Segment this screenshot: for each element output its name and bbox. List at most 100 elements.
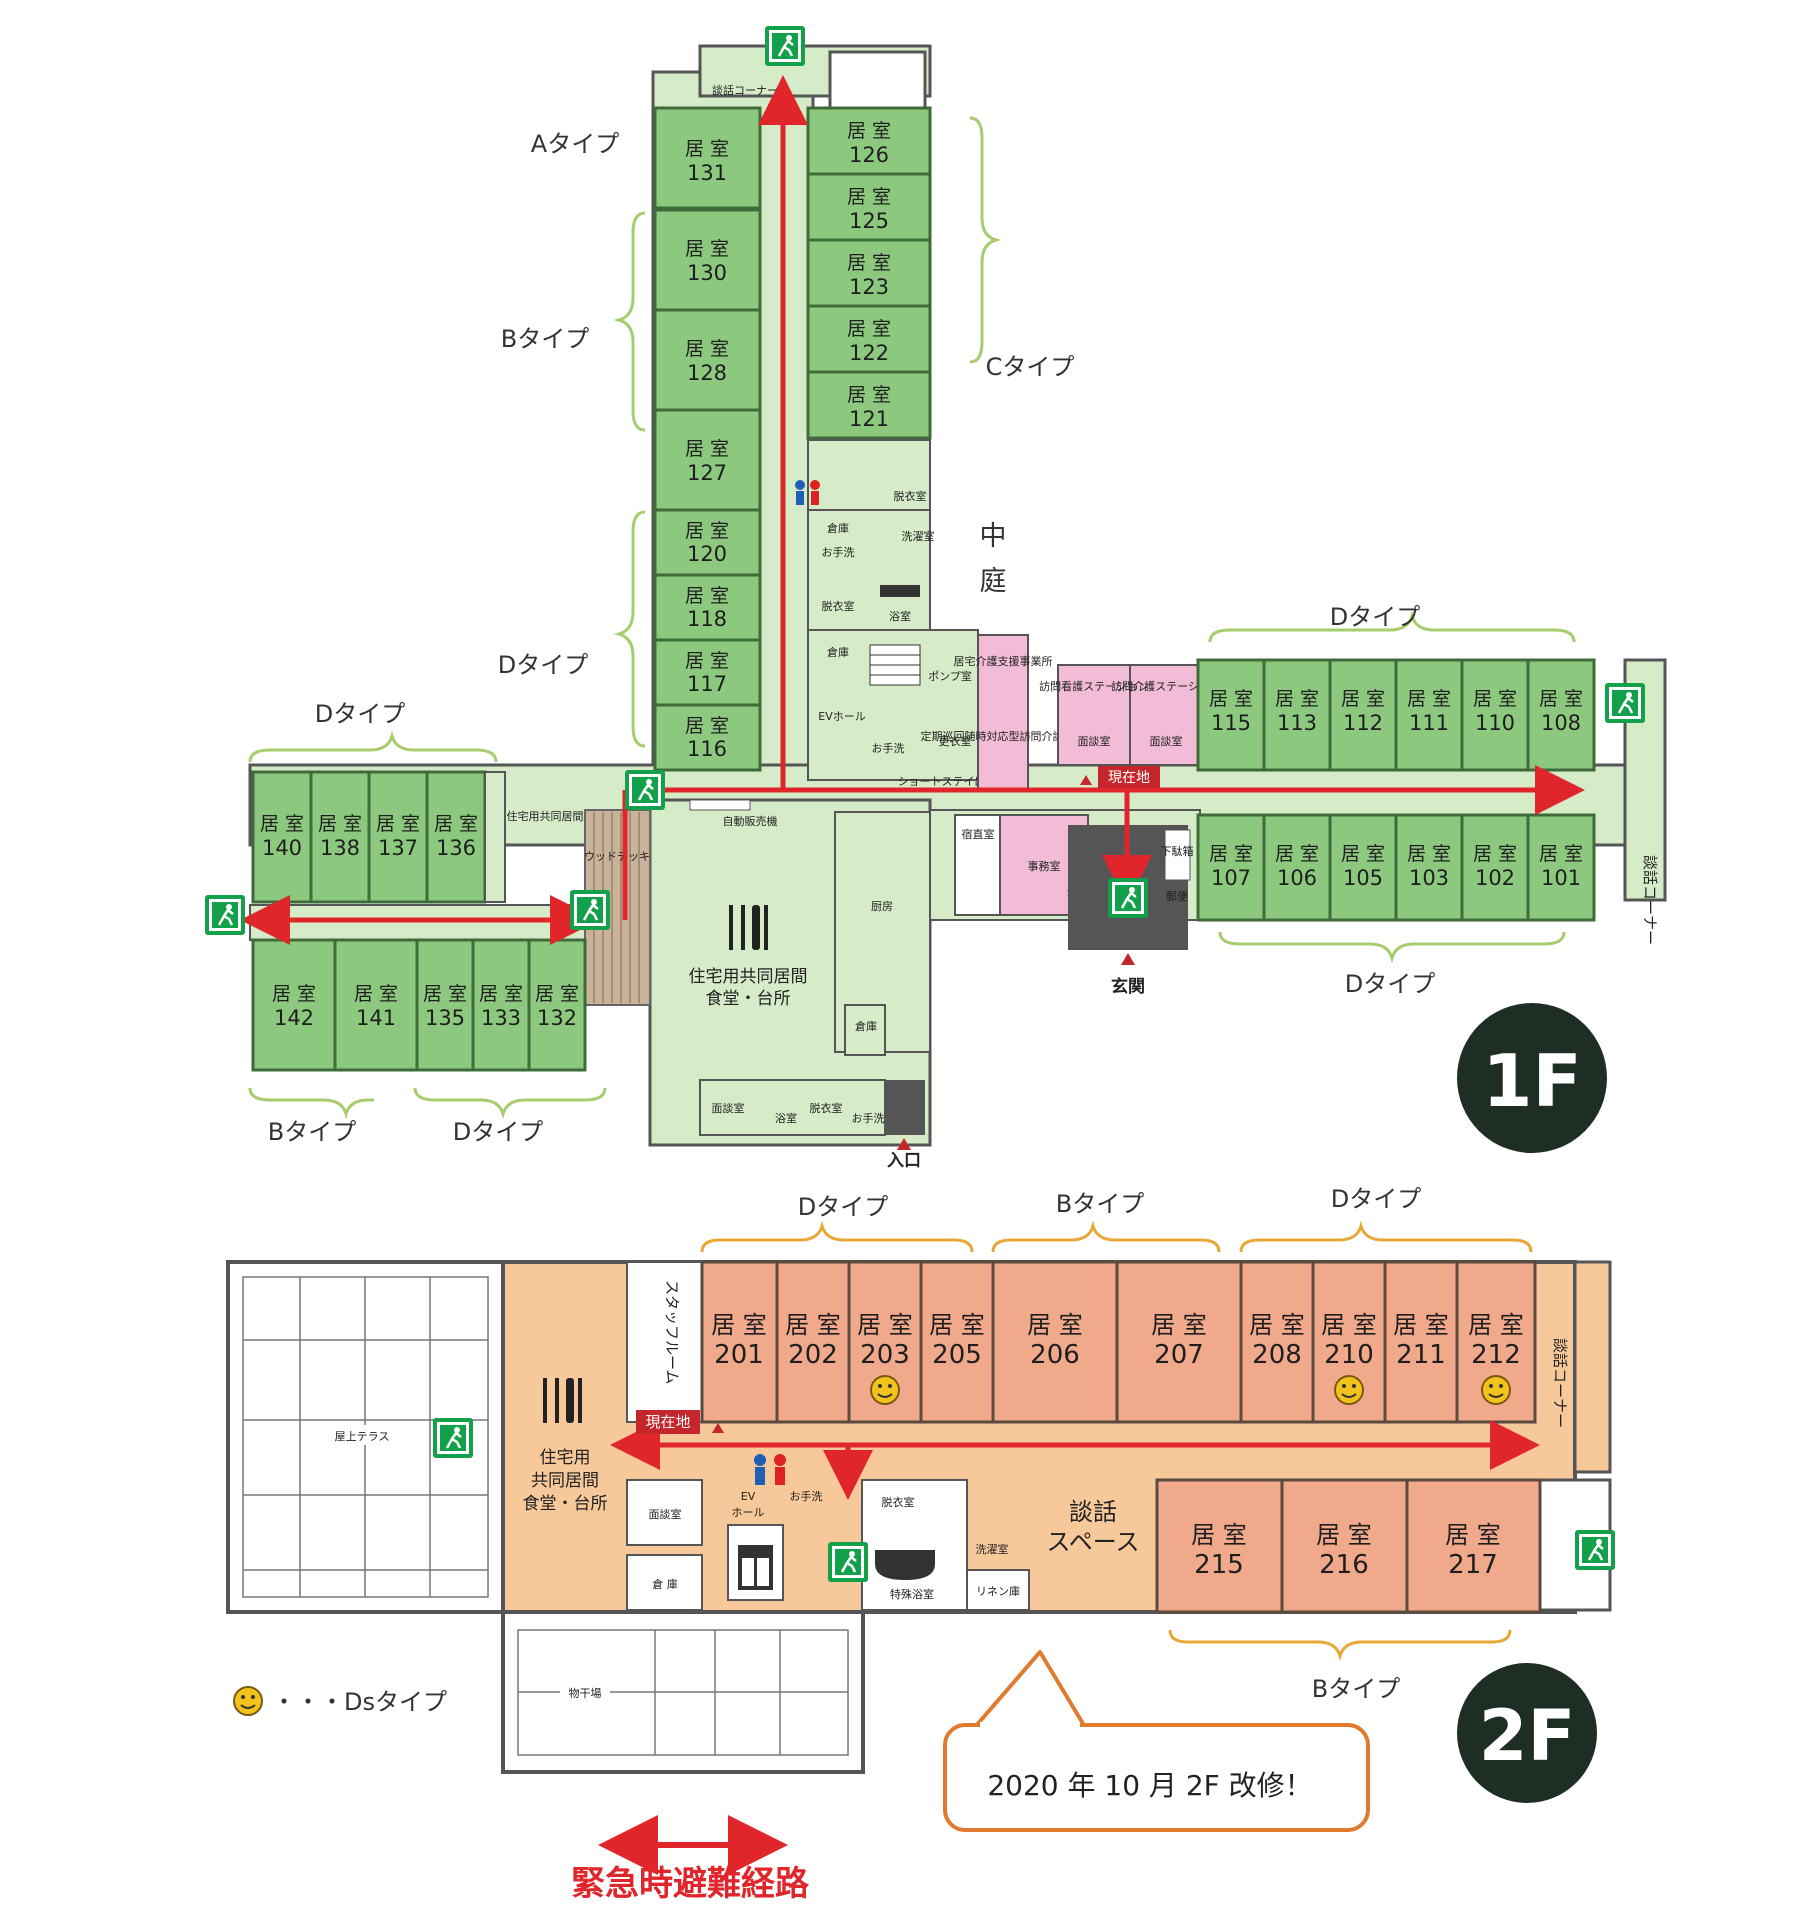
room-203: 203	[860, 1340, 910, 1370]
wood-deck-label: ウッドデッキ	[584, 849, 650, 863]
room-label: 居 室	[1445, 1521, 1501, 1549]
linen-room-label: リネン庫	[976, 1584, 1020, 1598]
staff-room-label: スタッフルーム	[663, 1280, 681, 1385]
room-201: 201	[714, 1340, 764, 1370]
room-label: 居 室	[1341, 688, 1385, 710]
room-212: 212	[1471, 1340, 1521, 1370]
drying-area-label: 物干場	[569, 1686, 602, 1700]
bathtub-icon	[880, 585, 920, 597]
floor-2-east-corner	[1573, 1260, 1612, 1474]
type-d-label: Dタイプ	[315, 700, 405, 728]
shared-living-label: 住宅用共同居間	[689, 967, 808, 987]
rooms-north-west-column	[653, 106, 762, 772]
storage-label: 倉庫	[855, 1019, 877, 1033]
restroom-label: お手洗	[790, 1489, 823, 1503]
room-110: 110	[1475, 711, 1515, 735]
emergency-exit-icon	[1106, 876, 1150, 920]
room-117: 117	[687, 672, 727, 696]
type-d-label: Dタイプ	[798, 1193, 888, 1221]
room-202: 202	[788, 1340, 838, 1370]
ds-type-legend-label: ・・・Dsタイプ	[272, 1688, 447, 1716]
ds-type-markers	[870, 1375, 1511, 1405]
ev-hall-label-2: ホール	[732, 1506, 765, 1519]
evacuation-route-1f	[240, 75, 1585, 945]
room-label: 居 室	[1341, 843, 1385, 865]
room-215: 215	[1194, 1550, 1244, 1580]
consult-room-label-3: 面談室	[712, 1101, 745, 1115]
room-label: 居 室	[1249, 1311, 1305, 1339]
cutlery-icon	[543, 1378, 582, 1423]
room-206: 206	[1030, 1340, 1080, 1370]
room-131: 131	[687, 161, 727, 185]
dressing-room-label: 脱衣室	[822, 599, 855, 613]
rooms-2f-top	[700, 1260, 1537, 1424]
emergency-exit-icon	[431, 1416, 475, 1460]
bath-label-2: 浴室	[775, 1111, 797, 1125]
rooms-east-bottom	[1196, 813, 1596, 922]
restroom-label: お手洗	[822, 545, 855, 559]
room-142: 142	[274, 1006, 314, 1030]
special-bath-label: 特殊浴室	[890, 1587, 934, 1601]
room-115: 115	[1211, 711, 1251, 735]
room-label: 居 室	[1316, 1521, 1372, 1549]
vending-machine-label: 自動販売機	[723, 814, 778, 828]
room-111: 111	[1409, 711, 1449, 735]
room-132: 132	[537, 1006, 577, 1030]
room-label: 居 室	[434, 813, 478, 835]
emergency-exit-icon	[826, 1540, 870, 1584]
room-113: 113	[1277, 711, 1317, 735]
room-label: 居 室	[318, 813, 362, 835]
consult-room-label-2: 面談室	[1150, 734, 1183, 748]
entrance-main: 玄関	[1111, 953, 1145, 997]
room-label: 居 室	[1209, 843, 1253, 865]
laundry-room-label: 洗濯室	[976, 1542, 1009, 1556]
room-label: 居 室	[1473, 688, 1517, 710]
chatting-corner-east-label: 談話コーナー	[1641, 855, 1659, 945]
room-label: 居 室	[929, 1311, 985, 1339]
room-label: 居 室	[685, 338, 729, 360]
room-label: 居 室	[479, 983, 523, 1005]
room-108: 108	[1541, 711, 1581, 735]
type-labels-2f: Dタイプ Bタイプ Dタイプ Bタイプ	[798, 1185, 1421, 1703]
laundry-room-label: 洗濯室	[902, 529, 935, 543]
room-label: 居 室	[857, 1311, 913, 1339]
dressing-room-label: 脱衣室	[882, 1495, 915, 1509]
floor-1-badge-label: 1F	[1482, 1039, 1581, 1123]
elevator-icon	[738, 1545, 773, 1590]
floor-1-badge: 1F	[1457, 1003, 1607, 1153]
room-121: 121	[849, 407, 889, 431]
entrance-rear-label: 入口	[887, 1151, 921, 1171]
room-label: 居 室	[711, 1311, 767, 1339]
room-128: 128	[687, 361, 727, 385]
restroom-label-3: お手洗	[852, 1111, 885, 1125]
room-130: 130	[687, 261, 727, 285]
type-b-label: Bタイプ	[501, 325, 589, 353]
chatting-corner-north-label: 談話コーナー	[712, 83, 778, 97]
room-label: 居 室	[1407, 843, 1451, 865]
shared-living-line-3: 食堂・台所	[523, 1494, 608, 1514]
room-label: 居 室	[1473, 843, 1517, 865]
room-label: 居 室	[1468, 1311, 1524, 1339]
room-label: 居 室	[535, 983, 579, 1005]
room-label: 居 室	[685, 438, 729, 460]
bathtub-icon	[875, 1550, 935, 1580]
type-labels-1f: Aタイプ Bタイプ Cタイプ Dタイプ Dタイプ Dタイプ Dタイプ Bタイプ …	[268, 130, 1435, 1146]
shoe-box-label: 下駄箱	[1161, 844, 1194, 858]
room-207: 207	[1154, 1340, 1204, 1370]
emergency-exit-icon	[763, 24, 807, 68]
room-141: 141	[356, 1006, 396, 1030]
room-label: 居 室	[685, 585, 729, 607]
room-label: 居 室	[1539, 843, 1583, 865]
room-137: 137	[378, 836, 418, 860]
smiley-icon	[233, 1686, 263, 1716]
room-label: 居 室	[1321, 1311, 1377, 1339]
room-label: 居 室	[354, 983, 398, 1005]
room-133: 133	[481, 1006, 521, 1030]
room-label: 居 室	[1275, 688, 1319, 710]
shared-living-2f: 住宅用 共同居間 食堂・台所	[523, 1378, 608, 1514]
rooms-north-east-labels: 居 室 126 居 室 125 居 室 123 居 室 122 居 室 121	[847, 120, 891, 431]
room-211: 211	[1396, 1340, 1446, 1370]
pump-room-label: ポンプ室	[928, 669, 972, 683]
courtyard-label-1: 中	[980, 521, 1007, 552]
